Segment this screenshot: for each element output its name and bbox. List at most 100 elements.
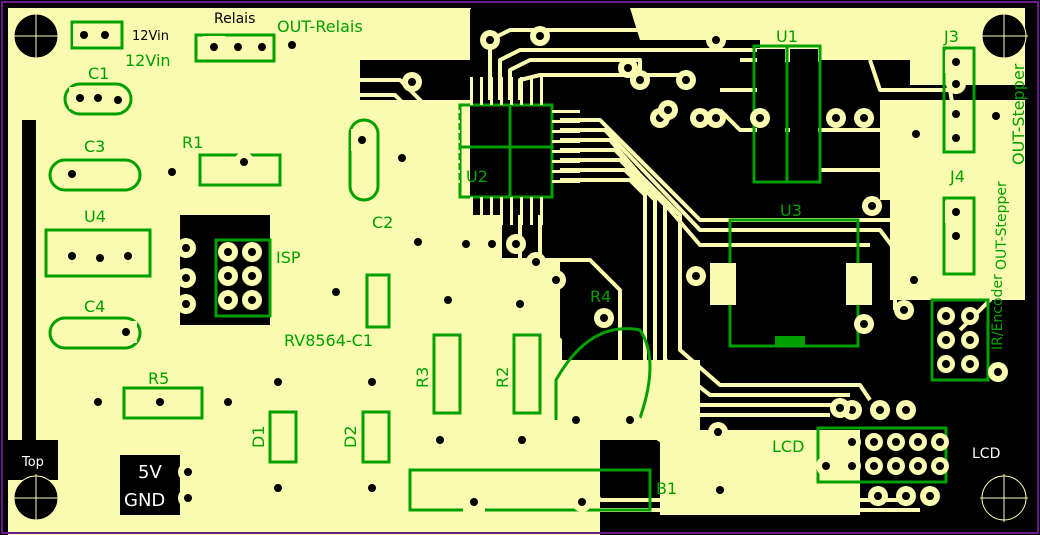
pad-hole: [952, 134, 960, 142]
pad-hole: [756, 114, 764, 122]
pad-hole: [234, 43, 242, 51]
label-u1: U1: [776, 27, 798, 46]
pad-hole: [274, 378, 282, 386]
d2-outline: [361, 410, 391, 464]
pad-hole: [182, 244, 190, 252]
pad-hole: [910, 276, 918, 284]
pad-hole: [518, 436, 526, 444]
rv8564-outline: [365, 273, 391, 329]
c4-outline: [48, 316, 142, 350]
pad-hole: [368, 378, 376, 386]
label-u3: U3: [780, 201, 802, 220]
d1-outline: [268, 410, 298, 464]
pad-hole: [101, 31, 109, 39]
pad-hole: [76, 94, 84, 102]
pad-hole: [848, 438, 856, 446]
j4-outline: [942, 196, 976, 276]
pad-hole: [966, 336, 974, 344]
pad-hole: [936, 438, 944, 446]
pad-hole: [94, 398, 102, 406]
pad-hole: [712, 36, 720, 44]
pad-hole: [248, 272, 256, 280]
r3-outline: [432, 333, 462, 415]
pad-hole: [836, 404, 844, 412]
pad-hole: [552, 276, 560, 284]
pad-hole: [182, 300, 190, 308]
u2-pins: [432, 77, 580, 225]
pad-hole: [892, 438, 900, 446]
pad-hole: [332, 288, 340, 296]
pad-hole: [600, 314, 608, 322]
pad-hole: [156, 398, 164, 406]
pad-hole: [860, 114, 868, 122]
pad-hole: [870, 462, 878, 470]
pad-hole: [914, 462, 922, 470]
pad-hole: [664, 106, 672, 114]
pad-hole: [936, 462, 944, 470]
pad-hole: [578, 498, 586, 506]
pad-hole: [288, 41, 296, 49]
pad-hole: [168, 168, 176, 176]
pad-hole: [94, 94, 102, 102]
pad-hole: [248, 248, 256, 256]
u3-outline: [728, 218, 860, 348]
r4-outline: [554, 327, 652, 420]
pad-hole: [876, 406, 884, 414]
label-12vin-b: 12Vin: [125, 51, 171, 70]
pad-hole: [696, 114, 704, 122]
label-r5: R5: [148, 369, 169, 388]
label-relais: Relais: [214, 11, 255, 27]
pad-hole: [122, 328, 130, 336]
pad-hole: [224, 296, 232, 304]
pad-hole: [516, 300, 524, 308]
u4-outline: [44, 228, 152, 278]
label-u2: U2: [466, 167, 488, 186]
pad-hole: [874, 492, 882, 500]
pad-hole: [868, 202, 876, 210]
pad-hole: [532, 258, 540, 266]
label-j4: J4: [949, 167, 965, 186]
pad-hole: [892, 462, 900, 470]
pad-hole: [536, 32, 544, 40]
pad-hole: [470, 498, 478, 506]
pad-hole: [952, 80, 960, 88]
pad-hole: [870, 438, 878, 446]
pad-hole: [114, 96, 122, 104]
b1-outline: [408, 468, 652, 512]
ir-outline: [930, 298, 990, 382]
pad-hole: [444, 296, 452, 304]
pad-hole: [398, 154, 406, 162]
label-r3: R3: [413, 367, 432, 388]
pad-hole: [368, 484, 376, 492]
label-ir-encoder: IR/Encoder: [990, 274, 1006, 350]
pad-hole: [68, 170, 76, 178]
label-r1: R1: [182, 133, 203, 152]
mounting-holes: [12, 12, 1028, 522]
pad-hole: [994, 368, 1002, 376]
pad-hole: [636, 76, 644, 84]
pad-hole: [184, 468, 192, 476]
pad-hole: [900, 306, 908, 314]
r5-outline: [122, 386, 204, 420]
lcd-outline: [816, 426, 948, 484]
pad-hole: [624, 64, 632, 72]
pad-hole: [952, 110, 960, 118]
relais-outline: [194, 33, 276, 63]
pad-hole: [414, 238, 422, 246]
label-out-stepper: OUT-Stepper: [1009, 63, 1028, 165]
pad-hole: [462, 240, 470, 248]
pad-hole: [926, 492, 934, 500]
pad-hole: [224, 248, 232, 256]
pad-hole: [966, 312, 974, 320]
pad-hole: [952, 232, 960, 240]
label-out-relais: OUT-Relais: [277, 17, 363, 36]
label-rv8564: RV8564-C1: [284, 331, 373, 350]
pad-hole: [124, 252, 132, 260]
label-d1: D1: [249, 426, 268, 449]
label-r4: R4: [590, 287, 611, 306]
label-top: Top: [21, 455, 44, 470]
label-b1: B1: [656, 479, 677, 498]
pad-hole: [572, 416, 580, 424]
